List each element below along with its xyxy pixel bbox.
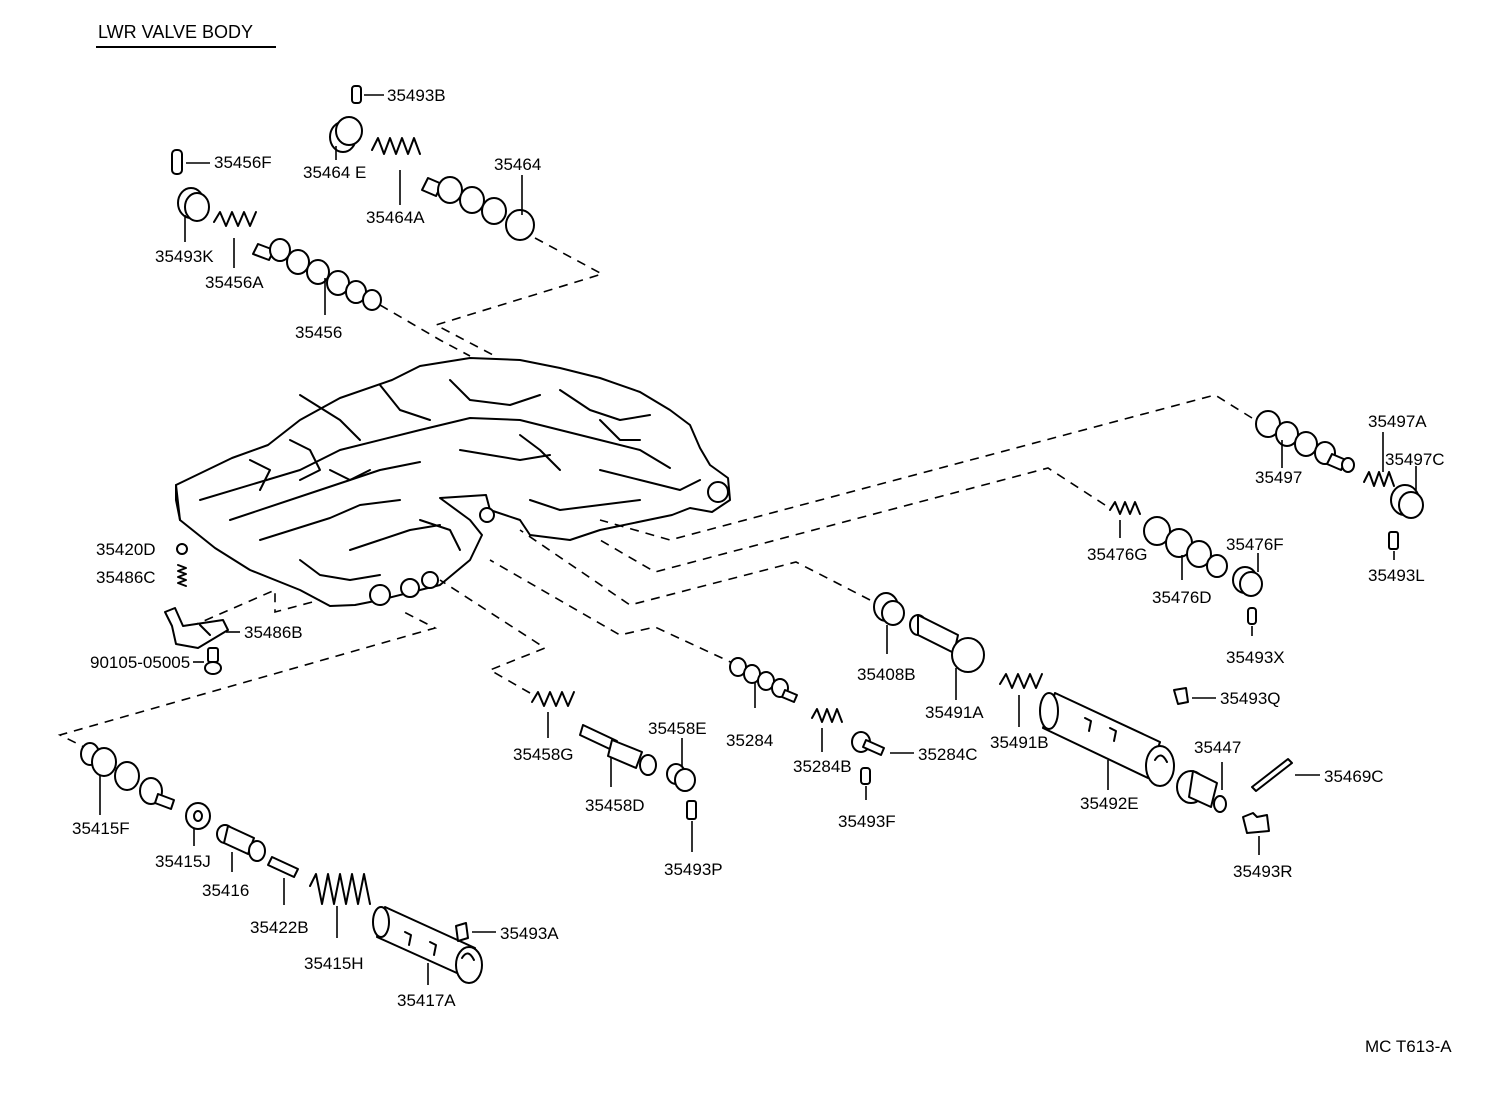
label-90105-05005: 90105-05005 — [90, 653, 190, 672]
part-35408B-plug-icon — [873, 592, 905, 654]
part-35491A-valve-icon — [909, 614, 985, 700]
part-35458E-plug-icon — [666, 738, 696, 792]
part-35493X-icon — [1247, 607, 1257, 636]
part-35493F-icon — [860, 767, 871, 800]
part-35493L-icon — [1388, 531, 1399, 560]
label-35458G: 35458G — [513, 745, 574, 764]
label-35464A: 35464A — [366, 208, 425, 227]
drawing-code: MC T613-A — [1365, 1037, 1452, 1056]
part-35464E-plug-icon — [329, 116, 363, 160]
part-35486C-spring-icon — [177, 564, 187, 587]
part-35493P-icon — [686, 800, 697, 852]
label-35456F: 35456F — [214, 153, 272, 172]
part-35284-valve-icon — [729, 657, 798, 708]
label-35493L: 35493L — [1368, 566, 1425, 585]
label-35493Q: 35493Q — [1220, 689, 1281, 708]
part-35492E-sleeve-icon — [1039, 692, 1175, 790]
part-35284C-plug-icon — [851, 731, 914, 756]
part-35493R-clip-icon — [1242, 812, 1270, 855]
label-35415H: 35415H — [304, 954, 364, 973]
label-35493R: 35493R — [1233, 862, 1293, 881]
label-35284: 35284 — [726, 731, 773, 750]
label-35464: 35464 — [494, 155, 541, 174]
label-35284B: 35284B — [793, 757, 852, 776]
part-35493K-plug-icon — [177, 187, 210, 242]
part-35497A-spring-icon — [1363, 432, 1395, 487]
label-35284C: 35284C — [918, 745, 978, 764]
part-35493Q-clip-icon — [1173, 687, 1216, 705]
label-35493X: 35493X — [1226, 648, 1285, 667]
part-35422B-pin-icon — [267, 856, 299, 905]
part-35456A-spring-icon — [213, 211, 257, 268]
part-35420D-ball-icon — [176, 543, 188, 555]
part-35486B-bracket-icon — [164, 607, 240, 649]
part-35456-valve-icon — [252, 238, 382, 315]
part-35476D-valve-icon — [1143, 516, 1228, 580]
part-35456F-icon — [171, 149, 210, 175]
part-35415F-valve-icon — [80, 742, 175, 815]
label-35476F: 35476F — [1226, 535, 1284, 554]
label-35420D: 35420D — [96, 540, 156, 559]
part-35464-valve-icon — [421, 175, 535, 241]
part-90105-bolt-icon — [193, 647, 222, 675]
label-35447: 35447 — [1194, 738, 1241, 757]
label-35456: 35456 — [295, 323, 342, 342]
part-35416-plunger-icon — [216, 824, 266, 872]
label-35456A: 35456A — [205, 273, 264, 292]
label-35415J: 35415J — [155, 852, 211, 871]
valve-body-plate — [175, 357, 731, 607]
label-35493B: 35493B — [387, 86, 446, 105]
label-35493P: 35493P — [664, 860, 723, 879]
label-35493F: 35493F — [838, 812, 896, 831]
label-35497: 35497 — [1255, 468, 1302, 487]
label-35486C: 35486C — [96, 568, 156, 587]
label-35492E: 35492E — [1080, 794, 1139, 813]
label-35415F: 35415F — [72, 819, 130, 838]
label-35493A: 35493A — [500, 924, 559, 943]
part-35415J-washer-icon — [185, 802, 211, 846]
label-35497C: 35497C — [1385, 450, 1445, 469]
part-35476F-plug-icon — [1232, 553, 1263, 597]
part-35491B-spring-icon — [999, 673, 1043, 727]
label-35422B: 35422B — [250, 918, 309, 937]
part-35284B-spring-icon — [811, 708, 843, 752]
label-35458D: 35458D — [585, 796, 645, 815]
label-35491B: 35491B — [990, 733, 1049, 752]
label-35469C: 35469C — [1324, 767, 1384, 786]
part-35469C-pin-icon — [1251, 758, 1320, 792]
part-35458D-valve-icon — [579, 724, 657, 787]
part-35497-valve-icon — [1255, 410, 1355, 473]
label-35486B: 35486B — [244, 623, 303, 642]
part-35415H-spring-icon — [309, 873, 371, 938]
part-35458G-spring-icon — [531, 691, 575, 738]
part-35493A-clip-icon — [455, 922, 496, 942]
label-35491A: 35491A — [925, 703, 984, 722]
label-35464E: 35464 E — [303, 163, 366, 182]
label-35416: 35416 — [202, 881, 249, 900]
label-35497A: 35497A — [1368, 412, 1427, 431]
label-35476D: 35476D — [1152, 588, 1212, 607]
label-35458E: 35458E — [648, 719, 707, 738]
part-35464A-spring-icon — [371, 137, 421, 205]
assembly-dashed-lines — [57, 237, 1253, 751]
label-35417A: 35417A — [397, 991, 456, 1010]
label-35493K: 35493K — [155, 247, 214, 266]
part-35493B-icon — [351, 85, 384, 104]
label-35408B: 35408B — [857, 665, 916, 684]
part-35497C-plug-icon — [1390, 466, 1424, 519]
diagram-title: LWR VALVE BODY — [98, 22, 253, 42]
part-35447-valve-icon — [1176, 762, 1227, 813]
part-35417A-sleeve-icon — [372, 906, 483, 985]
part-35476G-spring-icon — [1109, 501, 1141, 538]
label-35476G: 35476G — [1087, 545, 1148, 564]
